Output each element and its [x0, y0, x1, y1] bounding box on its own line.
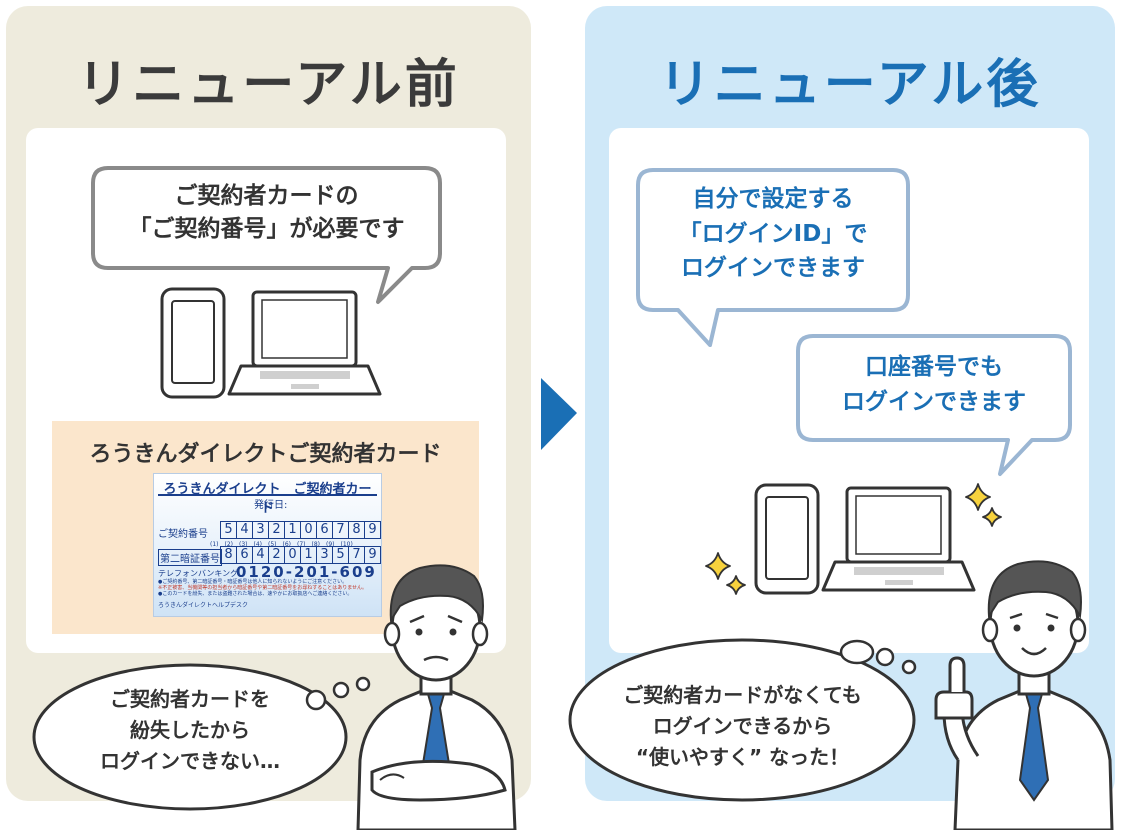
- pin-digit: 3: [316, 546, 333, 564]
- before-speech-text: ご契約者カードの 「ご契約番号」が必要です: [93, 180, 440, 247]
- after-speech2-line1: 口座番号でも: [865, 354, 1003, 380]
- card-pin-label: 第二暗証番号: [158, 549, 222, 566]
- before-speech-line1: ご契約者カードの: [174, 183, 359, 209]
- contract-digit: 8: [348, 521, 365, 539]
- contract-digit: 7: [332, 521, 349, 539]
- before-thought-line1: ご契約者カードを: [110, 687, 270, 711]
- after-title: リニューアル後: [658, 55, 1042, 115]
- contract-digit: 6: [316, 521, 333, 539]
- pin-digit: 8: [220, 546, 237, 564]
- contract-digit: 4: [236, 521, 253, 539]
- contract-digit: 2: [268, 521, 285, 539]
- contract-digit: 9: [364, 521, 381, 539]
- after-thought-line3: “使いやすく” なった！: [635, 745, 850, 769]
- after-speech2-text: 口座番号でも ログインできます: [798, 350, 1070, 419]
- card-contract-label: ご契約番号: [158, 529, 208, 540]
- card-telephone-number: 0120-201-609: [236, 563, 377, 581]
- card-note1: ●ご契約番号、第二暗証番号・暗証番号は他人に知られないようにご注意ください。: [158, 579, 348, 585]
- after-thought-line2: ログインできるから: [652, 714, 833, 738]
- card-digit-indices: (1) (2) (3) (4) (5) (6) (7) (8) (9) (10): [210, 541, 353, 548]
- after-speech2-line2: ログインできます: [842, 388, 1026, 415]
- after-thought-text: ご契約者カードがなくても ログインできるから “使いやすく” なった！: [590, 680, 895, 773]
- card-divider: [158, 494, 377, 496]
- pin-digit: 1: [300, 546, 317, 564]
- card-note3: ●このカードを紛失、または盗難された場合は、速やかにお取扱店へご連絡ください。: [158, 591, 353, 597]
- before-panel: リニューアル前: [6, 6, 531, 801]
- before-thought-line3: ログインできない…: [100, 749, 280, 773]
- pin-digit: 6: [236, 546, 253, 564]
- contract-digit: 1: [284, 521, 301, 539]
- pin-digit: 7: [348, 546, 365, 564]
- contract-digit: 0: [300, 521, 317, 539]
- contract-digit: 5: [220, 521, 237, 539]
- pin-digit: 0: [284, 546, 301, 564]
- after-speech1-line1: 自分で設定する: [692, 186, 854, 212]
- pin-digit: 2: [268, 546, 285, 564]
- card-telephone-label: テレフォンバンキング: [158, 569, 239, 578]
- card-helpdesk: ろうきんダイレクトヘルプデスク: [158, 602, 249, 609]
- card-note2: ※不正被害、当機関等の担当者から暗証番号や第二暗証番号をお尋ねすることはありませ…: [158, 585, 368, 591]
- before-thought-line2: 紛失したから: [130, 718, 250, 742]
- pin-digit: 4: [252, 546, 269, 564]
- before-thought-text: ご契約者カードを 紛失したから ログインできない…: [60, 684, 320, 777]
- card-title: ろうきんダイレクト ご契約者カード: [163, 482, 372, 516]
- contract-digit: 3: [252, 521, 269, 539]
- pin-digit: 9: [364, 546, 381, 564]
- before-speech-line2: 「ご契約番号」が必要です: [128, 216, 405, 243]
- pin-digit: 5: [332, 546, 349, 564]
- after-thought-line1: ご契約者カードがなくても: [623, 683, 862, 707]
- after-speech1-line2: 「ログインID」で: [678, 220, 868, 247]
- card-caption: ろうきんダイレクトご契約者カード: [89, 442, 442, 467]
- after-speech1-text: 自分で設定する 「ログインID」で ログインできます: [638, 182, 908, 286]
- after-speech1-line3: ログインできます: [681, 255, 865, 281]
- before-title: リニューアル前: [77, 55, 460, 115]
- card-issue-label: 発行日:: [254, 500, 288, 511]
